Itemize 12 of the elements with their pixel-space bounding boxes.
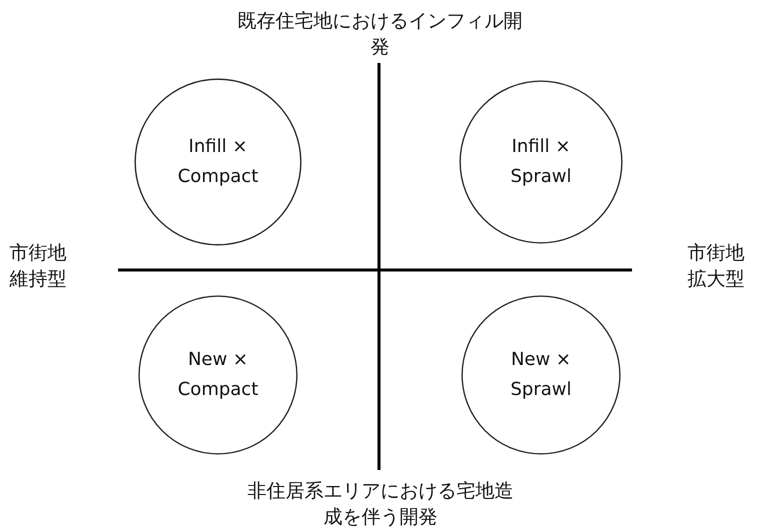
- circle-node: [459, 80, 623, 244]
- node-label: New × Sprawl: [510, 348, 572, 402]
- axis-label: 既存住宅地におけるインフィル開発: [236, 9, 524, 60]
- node-label: Infill × Compact: [178, 135, 258, 189]
- node-label: New × Compact: [178, 348, 258, 402]
- axis-label: 非住居系エリアにおける宅地造成を伴う開発: [246, 479, 514, 529]
- axis-label: 市街地拡大型: [686, 241, 746, 292]
- node-label: Infill × Sprawl: [510, 135, 572, 189]
- circle-node: [134, 78, 302, 246]
- axis-label: 市街地維持型: [8, 241, 68, 292]
- circle-node: [461, 295, 621, 455]
- circle-node: [138, 295, 298, 455]
